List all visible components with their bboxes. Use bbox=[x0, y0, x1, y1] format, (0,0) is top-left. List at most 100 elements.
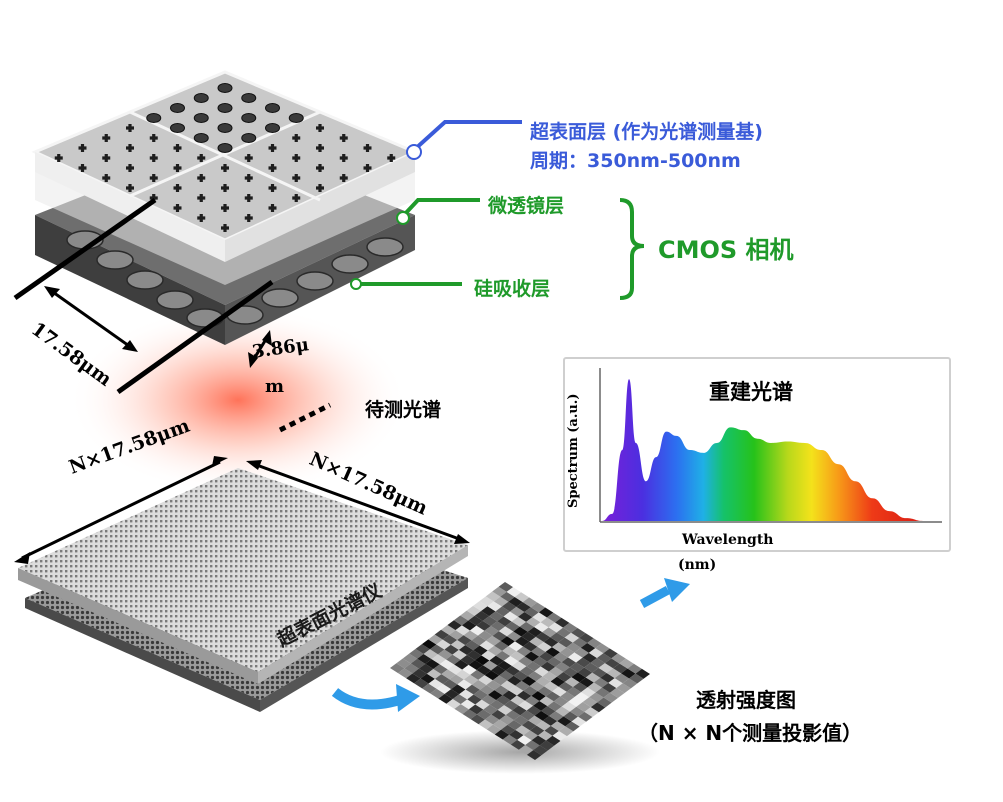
map-cell bbox=[474, 611, 490, 621]
curved-arrow bbox=[331, 687, 402, 710]
map-cell bbox=[564, 632, 580, 643]
map-cell bbox=[521, 720, 537, 731]
map-cell bbox=[505, 710, 521, 721]
map-cell bbox=[500, 636, 515, 647]
map-cell bbox=[487, 645, 503, 656]
map-cell bbox=[453, 615, 469, 626]
map-cell bbox=[471, 635, 487, 646]
map-cell bbox=[571, 716, 587, 727]
map-cell bbox=[568, 652, 583, 663]
map-cell bbox=[438, 693, 453, 704]
hole-mark bbox=[170, 103, 185, 113]
map-cell bbox=[547, 657, 562, 667]
map-cell bbox=[481, 694, 497, 705]
map-cell bbox=[431, 654, 447, 665]
map-cell bbox=[482, 616, 498, 626]
map-cell bbox=[488, 690, 503, 700]
map-cell bbox=[506, 631, 522, 642]
hole-mark bbox=[241, 93, 257, 103]
map-cell bbox=[528, 715, 543, 726]
cross-mark bbox=[244, 174, 253, 182]
map-cell bbox=[492, 675, 508, 686]
map-cell bbox=[516, 602, 531, 612]
map-cell bbox=[511, 661, 527, 671]
dim-line-left bbox=[13, 197, 157, 301]
map-cell bbox=[486, 724, 502, 735]
map-cell bbox=[485, 714, 500, 725]
microlens-label: 微透镜层 bbox=[488, 195, 565, 217]
cross-mark bbox=[197, 194, 206, 202]
map-cell bbox=[589, 692, 604, 703]
cross-mark bbox=[363, 164, 372, 172]
map-cell bbox=[555, 662, 570, 672]
light-glow bbox=[68, 305, 408, 495]
map-cell bbox=[577, 667, 593, 678]
map-cell bbox=[449, 630, 464, 640]
map-cell bbox=[543, 637, 559, 648]
map-cell bbox=[587, 638, 602, 649]
map-cell bbox=[523, 730, 539, 741]
hole-mark bbox=[288, 113, 304, 123]
map-cell bbox=[478, 675, 493, 685]
hole-mark bbox=[217, 123, 233, 133]
map-cell bbox=[563, 667, 578, 678]
cross-mark bbox=[339, 154, 348, 162]
map-cell bbox=[463, 630, 479, 641]
map-cell bbox=[451, 684, 466, 695]
map-cell bbox=[556, 627, 572, 638]
map-cell bbox=[442, 634, 458, 645]
dim-line-right bbox=[116, 279, 274, 395]
map-cell bbox=[507, 720, 522, 730]
cmos-stack bbox=[31, 70, 419, 345]
cross-mark bbox=[268, 184, 277, 192]
map-cell bbox=[468, 660, 484, 670]
map-cell bbox=[498, 626, 514, 637]
map-cell bbox=[510, 606, 525, 617]
map-cell bbox=[495, 606, 510, 617]
map-cell bbox=[518, 656, 533, 667]
hole-mark bbox=[265, 103, 280, 113]
map-cell bbox=[444, 644, 459, 655]
map-cell bbox=[444, 689, 460, 699]
map-cell bbox=[576, 702, 591, 712]
map-cell bbox=[561, 701, 577, 712]
map-cell bbox=[457, 679, 472, 690]
map-cell bbox=[590, 702, 606, 713]
map-cell bbox=[496, 695, 511, 706]
map-cell bbox=[505, 665, 520, 676]
map-cell bbox=[540, 617, 555, 628]
map-cell bbox=[492, 586, 507, 597]
map-cell bbox=[531, 691, 546, 701]
cross-mark bbox=[126, 184, 134, 192]
map-cell bbox=[533, 701, 548, 711]
hole-mark bbox=[265, 123, 280, 133]
map-cell bbox=[476, 709, 492, 720]
map-cell bbox=[561, 657, 577, 668]
callout-microlens bbox=[402, 198, 480, 217]
map-cell bbox=[435, 674, 450, 684]
cross-mark bbox=[316, 144, 324, 152]
map-cell bbox=[518, 745, 534, 755]
map-cell bbox=[592, 667, 607, 678]
map-cell bbox=[572, 637, 588, 648]
map-cell bbox=[528, 671, 543, 682]
map-cell bbox=[544, 725, 559, 736]
map-cell bbox=[511, 616, 527, 627]
map-cell bbox=[489, 611, 504, 622]
map-cell bbox=[613, 663, 628, 674]
map-cell bbox=[510, 651, 525, 662]
map-cell bbox=[483, 660, 498, 671]
map-cell bbox=[517, 735, 532, 745]
map-cell bbox=[468, 615, 483, 626]
hole-mark bbox=[217, 143, 233, 153]
chart-title: 重建光谱 bbox=[709, 380, 793, 404]
map-cell bbox=[515, 725, 530, 736]
map-cell bbox=[550, 632, 565, 643]
map-cell bbox=[534, 666, 549, 677]
map-cell bbox=[516, 690, 532, 701]
map-cell bbox=[542, 627, 557, 638]
map-cell bbox=[458, 645, 474, 655]
map-cell bbox=[585, 672, 601, 683]
hole-pattern bbox=[146, 83, 304, 153]
map-cell bbox=[550, 676, 565, 687]
